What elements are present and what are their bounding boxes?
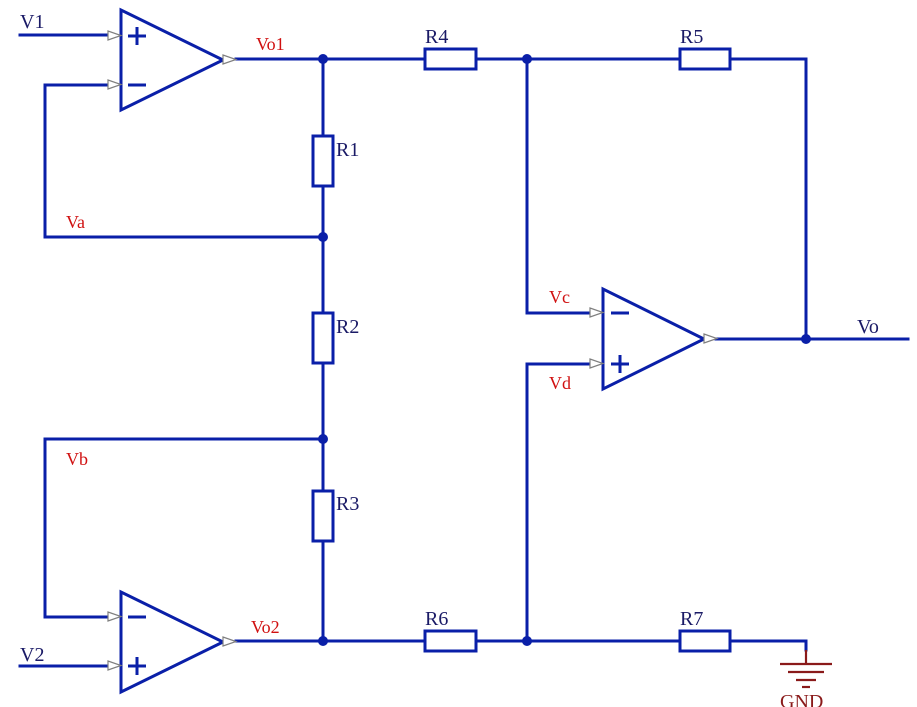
- ground-label: GND: [780, 691, 823, 707]
- wire-r7-gnd: [728, 639, 808, 652]
- op-amp-2-in-plus-pin: [107, 660, 123, 671]
- op-amp-2-out-pin: [222, 636, 238, 647]
- op-amp-1: [107, 7, 238, 113]
- junction-r4-r5: [522, 54, 532, 64]
- resistor-r1: [311, 134, 335, 188]
- junction-vo1: [318, 54, 328, 64]
- resistor-r4: [423, 47, 478, 71]
- wires: [18, 33, 910, 668]
- resistors: [311, 47, 732, 653]
- resistor-r2-label: R2: [336, 316, 359, 338]
- resistor-r4-label: R4: [425, 26, 448, 48]
- node-vd-label: Vd: [549, 373, 571, 393]
- resistor-r2: [311, 311, 335, 365]
- resistor-r5: [678, 47, 732, 71]
- resistor-r1-label: R1: [336, 139, 359, 161]
- junction-va: [318, 232, 328, 242]
- resistor-r7-label: R7: [680, 608, 703, 630]
- junction-r6-r7: [522, 636, 532, 646]
- op-amp-3-in-minus-pin: [589, 307, 605, 318]
- op-amp-1-body: [119, 7, 227, 113]
- wire-va-feedback: [43, 83, 325, 239]
- node-vo2-label: Vo2: [251, 617, 280, 637]
- node-va-label: Va: [66, 212, 85, 232]
- resistor-r6: [423, 629, 478, 653]
- op-amp-2-in-minus-pin: [107, 611, 123, 622]
- wire-r5-feedback: [728, 57, 808, 341]
- node-vb-label: Vb: [66, 449, 88, 469]
- output-vo-label: Vo: [857, 316, 879, 338]
- junction-vb: [318, 434, 328, 444]
- op-amp-3-body: [601, 286, 708, 392]
- resistor-r3: [311, 489, 335, 543]
- resistor-r6-label: R6: [425, 608, 448, 630]
- op-amp-1-out-pin: [222, 54, 238, 65]
- wire-vc: [525, 57, 592, 315]
- node-vo1-label: Vo1: [256, 34, 285, 54]
- op-amp-1-in-plus-pin: [107, 30, 123, 41]
- wire-vd: [525, 362, 592, 643]
- ground-icon: [780, 650, 832, 689]
- op-amp-2-body: [119, 589, 227, 695]
- wire-vb-feedback: [43, 437, 325, 619]
- input-v2-label: V2: [20, 644, 44, 666]
- resistor-r7: [678, 629, 732, 653]
- junction-vo2: [318, 636, 328, 646]
- input-v1-label: V1: [20, 11, 44, 33]
- op-amp-3-out-pin: [703, 333, 719, 344]
- op-amp-2: [107, 589, 238, 695]
- op-amp-1-in-minus-pin: [107, 79, 123, 90]
- junction-vo: [801, 334, 811, 344]
- node-vc-label: Vc: [549, 287, 570, 307]
- op-amp-3: [589, 286, 719, 392]
- junctions: [318, 54, 811, 646]
- resistor-r3-label: R3: [336, 493, 359, 515]
- op-amp-3-in-plus-pin: [589, 358, 605, 369]
- resistor-r5-label: R5: [680, 26, 703, 48]
